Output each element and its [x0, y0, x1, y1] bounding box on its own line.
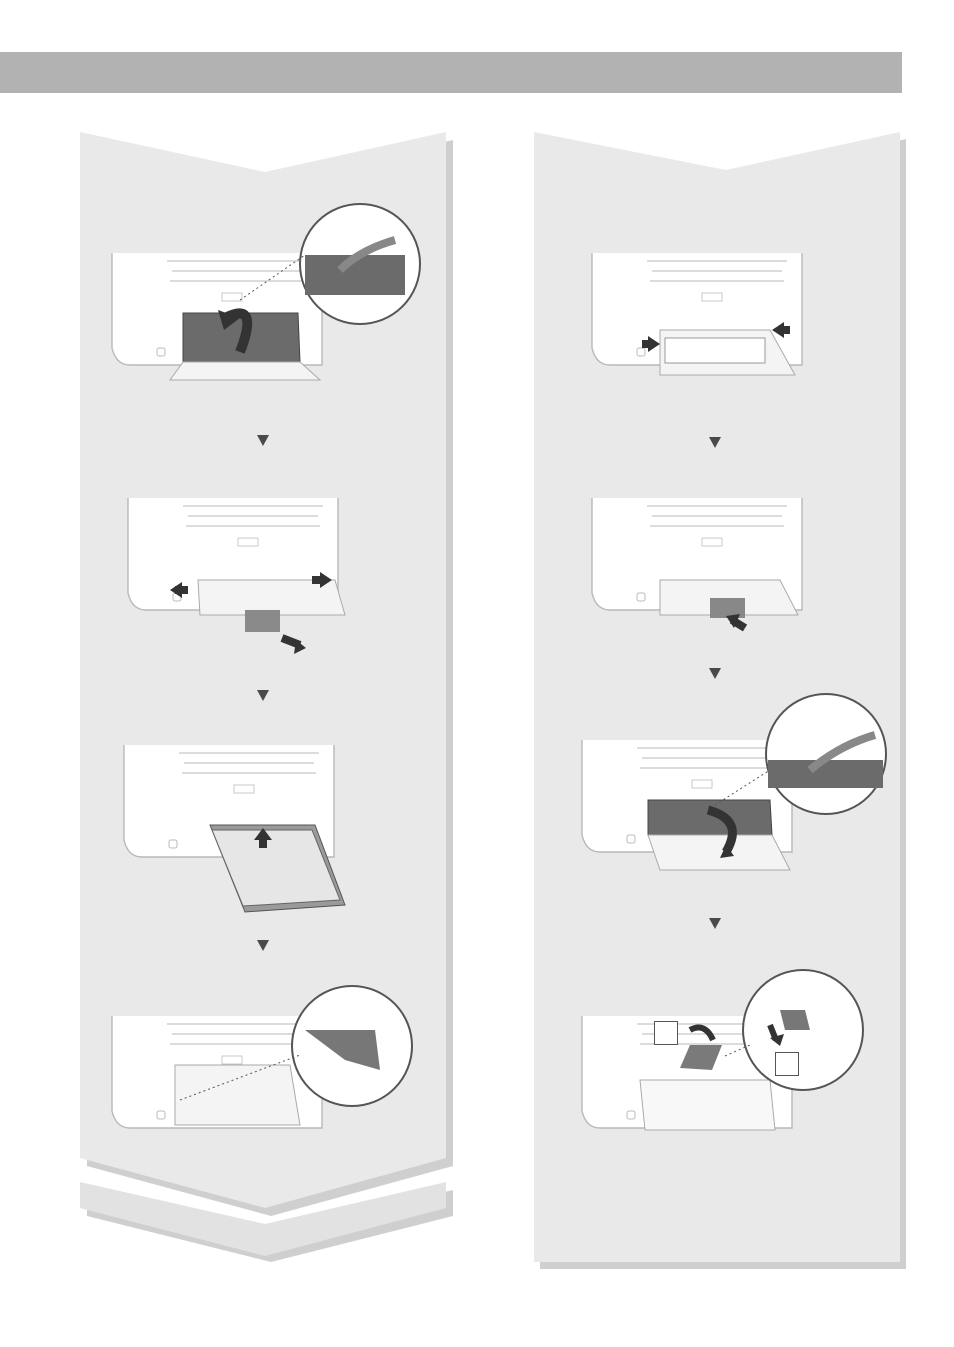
load-paper-stack-illustration [124, 745, 345, 912]
step-arrow-icon [709, 437, 721, 448]
push-rear-guide-illustration [592, 498, 802, 628]
slide-guides-to-paper-illustration [112, 986, 412, 1128]
step-badge-a [654, 1021, 678, 1045]
attach-tray-cover-illustration [582, 970, 863, 1130]
step-arrow-icon [257, 940, 269, 951]
adjust-side-guides-illustration [592, 253, 802, 375]
step-badge-b [775, 1052, 799, 1076]
close-cover-illustration [582, 694, 886, 870]
step-arrow-icon [257, 690, 269, 701]
open-manual-feed-cover-illustration [112, 204, 420, 380]
step-arrow-icon [257, 435, 269, 446]
step-arrow-icon [709, 668, 721, 679]
step-arrow-icon [709, 918, 721, 929]
spread-paper-guides-illustration [128, 498, 345, 654]
